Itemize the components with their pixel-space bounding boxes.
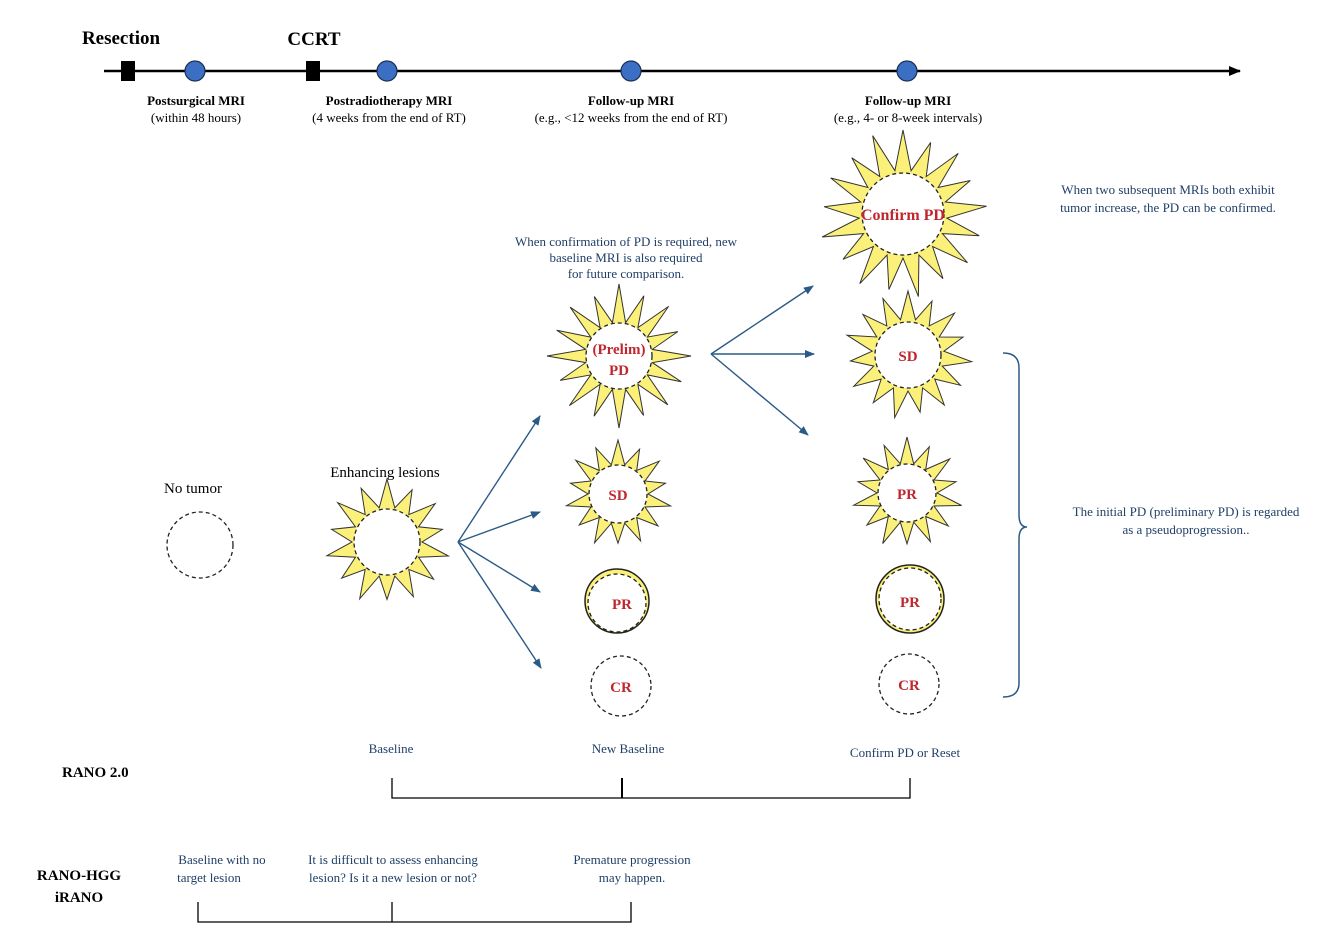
cr2-label: CR	[898, 678, 920, 694]
hgg-note-3-line-1: Premature progression	[573, 852, 691, 867]
enhancing-label: Enhancing lesions	[330, 465, 440, 481]
stage-no-tumor: No tumor	[164, 481, 234, 579]
pr-star-circle	[877, 463, 937, 523]
ccrt-marker	[306, 61, 320, 81]
stage-enhancing: Enhancing lesions	[325, 465, 451, 601]
mri-2-sub: (4 weeks from the end of RT)	[312, 110, 466, 125]
arrow-to-confirm-pd	[710, 285, 814, 355]
confirm-pd-label: Confirm PD	[861, 207, 945, 224]
cr-label: CR	[610, 680, 632, 696]
col2-note-line-2: baseline MRI is also required	[549, 250, 703, 265]
confirm-or-reset-label: Confirm PD or Reset	[850, 745, 961, 760]
hgg-note-3-line-2: may happen.	[599, 870, 665, 885]
mri-4-title: Follow-up MRI	[865, 93, 951, 108]
sd-circle	[588, 464, 648, 524]
irano-label: iRANO	[55, 890, 103, 906]
pseudoprogression-brace	[1002, 352, 1028, 698]
cr-circle	[590, 655, 652, 717]
arrow-to-cr	[457, 541, 542, 669]
pr2-circle	[878, 567, 942, 631]
hgg-note-2-line-2: lesion? Is it a new lesion or not?	[309, 870, 477, 885]
no-tumor-label: No tumor	[164, 481, 222, 497]
hgg-note-2-line-1: It is difficult to assess enhancing	[308, 852, 478, 867]
mri-1-sub: (within 48 hours)	[151, 110, 241, 125]
resection-marker	[121, 61, 135, 81]
column-3: Confirm PD When two subsequent MRIs both…	[821, 129, 1300, 715]
col2-note-line-1: When confirmation of PD is required, new	[515, 234, 738, 249]
pr-star-label: PR	[897, 487, 917, 503]
mri-2-marker	[376, 60, 398, 82]
mri-2-title: Postradiotherapy MRI	[326, 93, 453, 108]
pseudo-note-line-1: The initial PD (preliminary PD) is regar…	[1073, 504, 1300, 519]
rano2-bracket	[391, 778, 911, 799]
arrow-to-prelim-pd	[457, 415, 541, 543]
sd2-circle	[874, 321, 942, 389]
mri-3-title: Follow-up MRI	[588, 93, 674, 108]
prelim-pd-circle	[585, 322, 653, 390]
pr-label: PR	[612, 597, 632, 613]
sd2-label: SD	[898, 349, 917, 365]
col3-note-line-2: tumor increase, the PD can be confirmed.	[1060, 200, 1276, 215]
rano-hgg-bracket	[197, 902, 632, 923]
confirm-pd-circle	[861, 172, 945, 256]
col3-note-line-1: When two subsequent MRIs both exhibit	[1061, 182, 1275, 197]
mri-1-marker	[184, 60, 206, 82]
sd-label: SD	[608, 488, 627, 504]
arrows-from-baseline	[457, 415, 542, 669]
pr2-label: PR	[900, 595, 920, 611]
arrow-to-pr	[457, 541, 541, 593]
enhancing-circle	[353, 508, 421, 576]
arrow-to-pr-2	[710, 353, 809, 436]
pr-circle	[587, 573, 647, 633]
no-tumor-circle	[166, 511, 234, 579]
column-2: When confirmation of PD is required, new…	[515, 234, 738, 717]
prelim-pd-label-1: (Prelim)	[592, 342, 645, 358]
pseudo-note-line-2: as a pseudoprogression..	[1122, 522, 1249, 537]
ccrt-label: CCRT	[287, 29, 340, 50]
rano2-row: Baseline New Baseline Confirm PD or Rese…	[62, 741, 961, 799]
col2-note-line-3: for future comparison.	[568, 266, 685, 281]
rano-hgg-label: RANO-HGG	[37, 868, 121, 884]
rano-hgg-row: RANO-HGG iRANO Baseline with no target l…	[37, 852, 691, 923]
new-baseline-label: New Baseline	[592, 741, 665, 756]
arrow-to-sd	[457, 511, 541, 543]
cr2-circle	[878, 653, 940, 715]
timeline: Resection CCRT Postsurgical MRI (within …	[82, 28, 1241, 125]
resection-label: Resection	[82, 28, 161, 49]
mri-4-marker	[896, 60, 918, 82]
prelim-pd-label-2: PD	[609, 363, 629, 379]
hgg-note-1-line-2: target lesion	[177, 870, 241, 885]
mri-3-sub: (e.g., <12 weeks from the end of RT)	[535, 110, 728, 125]
mri-1-title: Postsurgical MRI	[147, 93, 245, 108]
arrows-from-prelim-pd	[710, 285, 815, 436]
baseline-label: Baseline	[369, 741, 414, 756]
hgg-note-1-line-1: Baseline with no	[178, 852, 265, 867]
mri-3-marker	[620, 60, 642, 82]
mri-4-sub: (e.g., 4- or 8-week intervals)	[834, 110, 982, 125]
rano2-label: RANO 2.0	[62, 765, 129, 781]
